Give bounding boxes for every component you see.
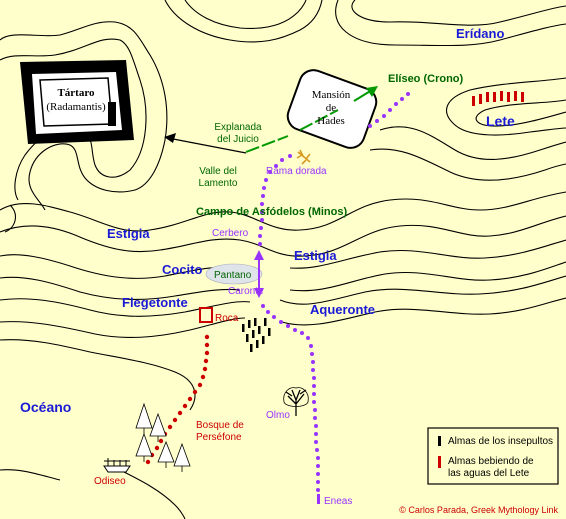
roca-marker bbox=[199, 307, 213, 323]
unburied-souls bbox=[242, 318, 271, 352]
valle-label-1: Valle del bbox=[199, 166, 237, 177]
olmo-label: Olmo bbox=[266, 410, 290, 421]
persephone-grove bbox=[135, 402, 191, 472]
eliseo-label: Elíseo (Crono) bbox=[388, 73, 464, 85]
bosque-label-2: Perséfone bbox=[196, 432, 242, 443]
swamp bbox=[205, 263, 263, 285]
mansion-label-3: Hades bbox=[317, 115, 345, 127]
credit-text: © Carlos Parada, Greek Mythology Link bbox=[399, 505, 558, 515]
cocito-label: Cocito bbox=[162, 262, 203, 277]
legend-item-lete-2: las aguas del Lete bbox=[448, 468, 530, 479]
legend-red-soul-icon bbox=[438, 456, 441, 468]
tartaro-building bbox=[20, 60, 134, 144]
eneas-label: Eneas bbox=[324, 496, 352, 507]
tartaro-label: Tártaro bbox=[57, 87, 95, 99]
cerbero-label: Cerbero bbox=[212, 228, 249, 239]
eneas-figure-icon bbox=[317, 494, 320, 504]
caronte-label: Caronte bbox=[228, 286, 264, 297]
explanada-label-2: del Juicio bbox=[217, 134, 259, 145]
rama-dorada-label: Rama dorada bbox=[266, 166, 327, 177]
judgement-paths bbox=[164, 86, 378, 154]
golden-bough-icon bbox=[296, 149, 311, 165]
explanada-label-1: Explanada bbox=[214, 122, 262, 133]
flegetonte-label: Flegetonte bbox=[122, 295, 188, 310]
eneas-path bbox=[258, 92, 410, 492]
odiseo-path bbox=[145, 334, 210, 465]
estigia-right-label: Estigia bbox=[294, 248, 337, 263]
oceano-label: Océano bbox=[20, 399, 71, 415]
lete-label: Lete bbox=[486, 113, 515, 129]
radamantis-label: (Radamantis) bbox=[46, 101, 106, 113]
olmo-tree-icon bbox=[283, 387, 309, 416]
odiseo-ship-icon bbox=[103, 458, 131, 473]
odiseo-label: Odiseo bbox=[94, 476, 126, 487]
legend bbox=[427, 427, 559, 485]
lete-souls bbox=[472, 91, 524, 106]
mansion-hades bbox=[286, 69, 378, 149]
mansion-label-2: de bbox=[326, 102, 337, 114]
aqueronte-label: Aqueronte bbox=[310, 302, 375, 317]
valle-label-2: Lamento bbox=[199, 178, 238, 189]
estigia-left-label: Estigia bbox=[107, 226, 150, 241]
pantano-label: Pantano bbox=[214, 270, 252, 281]
roca-label: Roca bbox=[215, 313, 239, 324]
legend-item-unburied: Almas de los insepultos bbox=[448, 436, 553, 447]
eridano-label: Erídano bbox=[456, 26, 504, 41]
asfodelos-label: Campo de Asfódelos (Minos) bbox=[196, 206, 347, 218]
legend-black-soul-icon bbox=[438, 436, 441, 446]
bosque-label-1: Bosque de bbox=[196, 420, 244, 431]
caronte-crossing bbox=[254, 250, 264, 298]
legend-item-lete-1: Almas bebiendo de bbox=[448, 456, 534, 467]
mansion-label-1: Mansión bbox=[312, 89, 351, 101]
